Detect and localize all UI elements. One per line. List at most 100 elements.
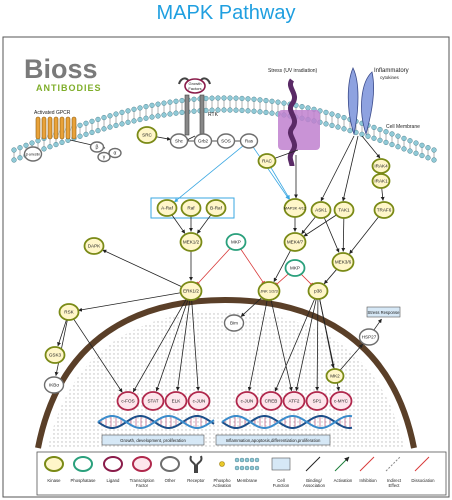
gpcr-label: Activated GPCR	[34, 110, 71, 116]
legend-item-5: Receptor	[187, 455, 205, 483]
node-p38: p38	[307, 282, 329, 300]
edge-mkp_b-p38	[300, 273, 314, 287]
logo-line2: ANTIBODIES	[36, 83, 102, 93]
svg-text:B-Raf: B-Raf	[210, 206, 222, 211]
legend-label-12-b: Effect	[389, 483, 401, 488]
node-cfos: c-FOS	[116, 391, 140, 411]
bioss-logo: Bioss ANTIBODIES	[24, 54, 102, 93]
node-raf: Raf	[180, 199, 202, 217]
svg-text:c-FOS: c-FOS	[121, 399, 134, 404]
node-creb: CREB	[259, 391, 283, 411]
svg-text:IRAK4: IRAK4	[374, 164, 388, 169]
edge-rac-map3k	[270, 166, 290, 200]
svg-text:MEK4/7: MEK4/7	[287, 240, 304, 245]
edge-erk12-rsk	[78, 292, 183, 312]
edge-rsk-ikba	[54, 319, 68, 377]
node-dapk: DAPK	[83, 237, 105, 255]
edge-rsk-cfos	[73, 318, 123, 393]
legend-item-1: Phosphatase	[70, 456, 96, 483]
svg-text:c-MYC: c-MYC	[334, 399, 349, 404]
legend-item-13: Dissociation	[411, 456, 435, 483]
svg-text:SOS: SOS	[221, 139, 231, 144]
svg-text:Ras: Ras	[245, 139, 254, 144]
stress-receptor	[278, 78, 320, 167]
node-tak1: TAK1	[333, 201, 355, 219]
svg-text:Bim: Bim	[230, 321, 238, 326]
svg-text:MKP: MKP	[290, 266, 300, 271]
gpcr-receptor	[35, 116, 77, 140]
raf-cluster-box	[150, 197, 235, 219]
edge-jnk-cjun_b	[247, 299, 268, 392]
node-sos: SOS	[216, 133, 236, 149]
edge-ask1-mek36	[323, 217, 340, 253]
legend-label-3: Transcription	[130, 478, 155, 483]
node-cmyc: c-MYC	[329, 391, 353, 411]
svg-text:α: α	[114, 151, 117, 157]
box-inflammation: Inflammation,apoptosis,differentiation,p…	[215, 434, 331, 446]
node-jnk: JNK 1/2/3	[257, 281, 281, 301]
page-title: MAPK Pathway	[156, 2, 296, 24]
svg-text:STAT: STAT	[147, 399, 158, 404]
edge-araf-mek12	[171, 214, 186, 234]
edge-tak1-mek47	[303, 214, 338, 237]
edge-erk12-stat	[155, 299, 189, 392]
node-gsk3: GSK3	[44, 346, 66, 364]
receptor-edge-4	[341, 135, 359, 202]
node-mkp-b: MKP	[284, 259, 306, 277]
legend-label-9: Binding/	[306, 478, 322, 483]
svg-text:DAPK: DAPK	[88, 244, 101, 249]
pathway-edges	[54, 135, 385, 393]
legend-item-11: Inhibition	[359, 456, 377, 483]
legend-label-7: Membrane	[237, 478, 258, 483]
svg-text:c-JUN: c-JUN	[193, 399, 206, 404]
node-bim: Bim	[223, 314, 245, 332]
receptor-edge-5	[361, 135, 381, 159]
svg-text:Raf: Raf	[187, 206, 195, 211]
edge-erk12-elk	[175, 299, 191, 391]
node-map3k: MAP3K 4/12	[283, 198, 307, 218]
edge-erk12-cfos	[132, 298, 187, 393]
svg-text:Inflammation,apoptosis,differe: Inflammation,apoptosis,differentiation,p…	[226, 438, 321, 443]
legend-item-9: Binding/Association	[303, 456, 326, 488]
inflammatory-receptor	[347, 67, 374, 136]
legend-label-4: Other	[165, 478, 176, 483]
node-ikba: IKBα	[43, 376, 65, 394]
node-irak4: IRAK4	[371, 158, 391, 174]
legend-label-2: Ligand	[107, 478, 121, 483]
box-growth: Growth, development, proliferation	[101, 434, 205, 446]
legend-item-10: Activation	[334, 456, 353, 483]
edge-p38-mk2	[319, 298, 335, 368]
edge-ras-araf	[174, 145, 244, 203]
edge-erk12-cjun_a	[191, 299, 200, 391]
node-mk2: MK2	[325, 368, 345, 384]
svg-text:Shc: Shc	[175, 139, 184, 144]
node-cjun-a: c-JUN	[187, 391, 211, 411]
svg-text:ASK1: ASK1	[315, 208, 327, 213]
legend-label-13: Dissociation	[411, 478, 435, 483]
svg-text:ELK: ELK	[172, 399, 182, 404]
node-mkp-a: MKP	[225, 233, 247, 251]
node-cjun-b: c-JUN	[235, 391, 259, 411]
svg-text:Grb2: Grb2	[198, 139, 209, 144]
svg-text:Growth: Growth	[189, 81, 202, 86]
receptor-edge-3	[320, 135, 355, 202]
growth-factors-ligand: Growth Factors	[184, 78, 206, 94]
edge-ask1-mek47	[301, 215, 317, 235]
edge-irak1-traf6	[380, 187, 385, 201]
legend-label-9-b: Association	[303, 483, 326, 488]
cell-membrane-label: Cell Membrane	[386, 124, 420, 130]
svg-text:IRAK1: IRAK1	[374, 179, 388, 184]
node-barrestin: β-arrestin	[23, 146, 43, 162]
legend-label-6: Phospho	[214, 478, 232, 483]
legend-label-5: Receptor	[187, 478, 205, 483]
node-rsk: RSK	[58, 303, 80, 321]
edge-mek36-p38	[323, 268, 338, 285]
node-alpha: α	[108, 147, 122, 159]
svg-text:A-Raf: A-Raf	[161, 206, 173, 211]
legend-label-3-b: Factor	[136, 483, 149, 488]
edge-traf6-mek36	[349, 216, 380, 255]
edge-mek47-jnk	[273, 249, 292, 283]
